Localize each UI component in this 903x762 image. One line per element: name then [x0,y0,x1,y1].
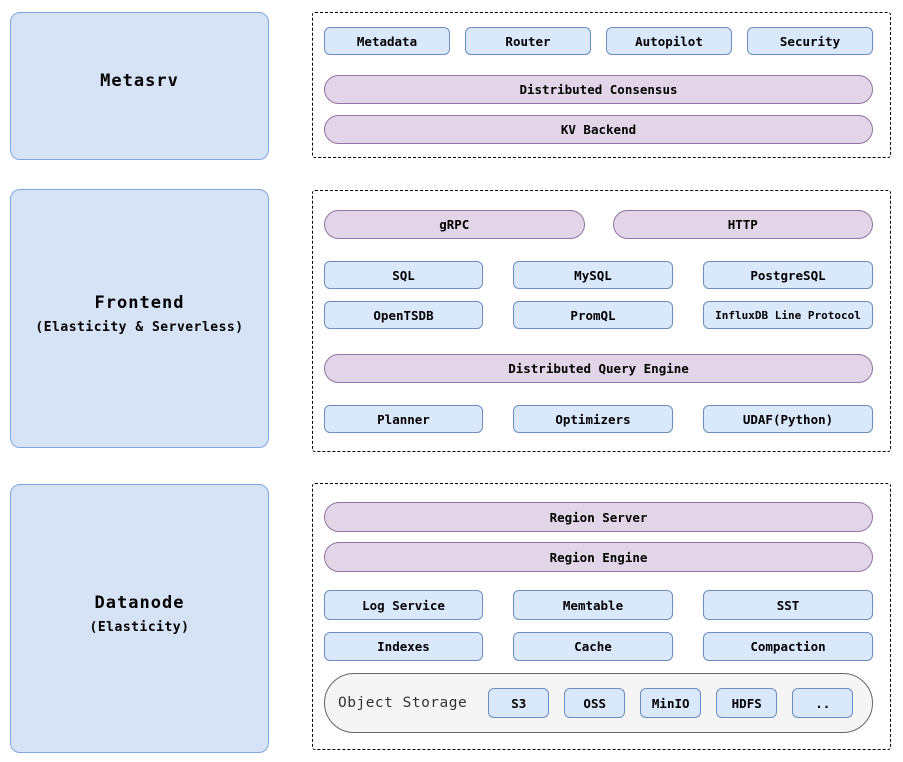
distributed-consensus-pill: Distributed Consensus [324,75,873,104]
opentsdb-box: OpenTSDB [324,301,483,329]
planner-box: Planner [324,405,483,433]
metasrv-panel: Metasrv [10,12,269,160]
datanode-title: Datanode [94,592,185,613]
memtable-box: Memtable [513,590,673,620]
object-storage-container: Object Storage S3 OSS MinIO HDFS .. [324,673,873,733]
metasrv-title: Metasrv [100,71,179,91]
sql-box: SQL [324,261,483,289]
frontend-protocol-row-1: SQL MySQL PostgreSQL [324,261,873,289]
grpc-pill: gRPC [324,210,585,239]
promql-box: PromQL [513,301,673,329]
region-server-pill: Region Server [324,502,873,532]
sst-box: SST [703,590,873,620]
frontend-panel: Frontend (Elasticity & Serverless) [10,189,269,448]
oss-box: OSS [564,688,626,718]
object-storage-backends: S3 OSS MinIO HDFS .. [488,688,854,718]
frontend-transport-row: gRPC HTTP [324,210,873,239]
more-backends-box: .. [792,688,854,718]
frontend-protocol-row-2: OpenTSDB PromQL InfluxDB Line Protocol [324,301,873,329]
compaction-box: Compaction [703,632,873,661]
datanode-storage-row-2: Indexes Cache Compaction [324,632,873,661]
router-box: Router [465,27,591,55]
mysql-box: MySQL [513,261,673,289]
indexes-box: Indexes [324,632,483,661]
metadata-box: Metadata [324,27,450,55]
frontend-group: gRPC HTTP SQL MySQL PostgreSQL OpenTSDB … [312,190,891,452]
frontend-engine-row: Planner Optimizers UDAF(Python) [324,405,873,433]
metasrv-modules-row: Metadata Router Autopilot Security [324,27,873,55]
kv-backend-pill: KV Backend [324,115,873,144]
datanode-storage-row-1: Log Service Memtable SST [324,590,873,620]
datanode-group: Region Server Region Engine Log Service … [312,483,891,750]
influxdb-line-protocol-box: InfluxDB Line Protocol [703,301,873,329]
security-box: Security [747,27,873,55]
log-service-box: Log Service [324,590,483,620]
object-storage-label: Object Storage [338,695,468,711]
datanode-panel: Datanode (Elasticity) [10,484,269,753]
autopilot-box: Autopilot [606,27,732,55]
hdfs-box: HDFS [716,688,778,718]
frontend-subtitle: (Elasticity & Serverless) [35,319,244,335]
metasrv-group: Metadata Router Autopilot Security Distr… [312,12,891,158]
frontend-title: Frontend [94,292,185,313]
udaf-python-box: UDAF(Python) [703,405,873,433]
minio-box: MinIO [640,688,702,718]
http-pill: HTTP [612,210,873,239]
distributed-query-engine-pill: Distributed Query Engine [324,354,873,383]
region-engine-pill: Region Engine [324,542,873,572]
s3-box: S3 [488,688,550,718]
postgresql-box: PostgreSQL [703,261,873,289]
cache-box: Cache [513,632,673,661]
optimizers-box: Optimizers [513,405,673,433]
datanode-subtitle: (Elasticity) [89,619,190,635]
